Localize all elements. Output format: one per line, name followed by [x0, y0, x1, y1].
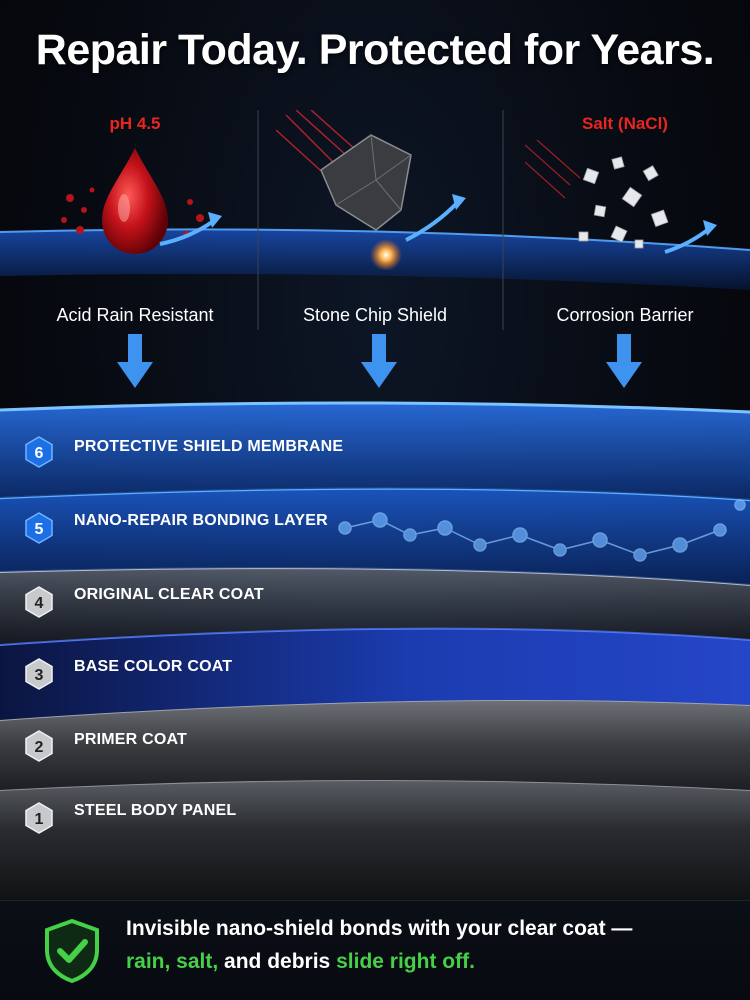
- footer-text-line1: Invisible nano-shield bonds with your cl…: [126, 917, 633, 940]
- layer-label-2: PRIMER COAT: [74, 731, 188, 748]
- salt-crystals-icon: [525, 140, 717, 254]
- feature-label-salt: Corrosion Barrier: [556, 305, 694, 325]
- svg-text:3: 3: [35, 667, 44, 684]
- feature-tag-salt: Salt (NaCl): [582, 114, 668, 133]
- down-arrow-icon: [361, 334, 397, 388]
- svg-text:6: 6: [35, 445, 44, 462]
- footer-text-and-debris: and debris: [224, 950, 331, 973]
- layer-badge-5: 5: [25, 512, 53, 544]
- svg-text:4: 4: [35, 595, 44, 612]
- down-arrow-icon: [117, 334, 153, 388]
- layer-label-6: PROTECTIVE SHIELD MEMBRANE: [74, 438, 344, 455]
- feature-label-stone: Stone Chip Shield: [302, 305, 448, 325]
- layer-label-4: ORIGINAL CLEAR COAT: [74, 586, 264, 603]
- stone-icon: [276, 110, 466, 270]
- layer-label-3: BASE COLOR COAT: [74, 658, 233, 675]
- svg-text:5: 5: [35, 521, 44, 538]
- feature-label-acid: Acid Rain Resistant: [56, 305, 214, 325]
- svg-text:1: 1: [35, 811, 44, 828]
- layer-badge-4: 4: [25, 586, 53, 618]
- layer-badge-1: 1: [25, 802, 53, 834]
- layer-badge-6: 6: [25, 436, 53, 468]
- acid-drop-icon: [61, 148, 222, 254]
- svg-text:2: 2: [35, 739, 44, 756]
- headline: Repair Today. Protected for Years.: [35, 26, 715, 74]
- down-arrow-icon: [606, 334, 642, 388]
- footer-banner: [0, 900, 750, 1000]
- shield-check-icon: [45, 918, 99, 984]
- footer-highlight-rain-salt: rain, salt,: [126, 950, 219, 973]
- layer-badge-2: 2: [25, 730, 53, 762]
- footer-highlight-slide-off: slide right off.: [336, 950, 475, 973]
- footer-text-line2: rain, salt, and debris slide right off.: [126, 950, 475, 974]
- feature-tag-acid: pH 4.5: [109, 114, 161, 133]
- layer-badge-3: 3: [25, 658, 53, 690]
- layer-label-1: STEEL BODY PANEL: [74, 802, 237, 819]
- layer-label-5: NANO-REPAIR BONDING LAYER: [74, 512, 328, 529]
